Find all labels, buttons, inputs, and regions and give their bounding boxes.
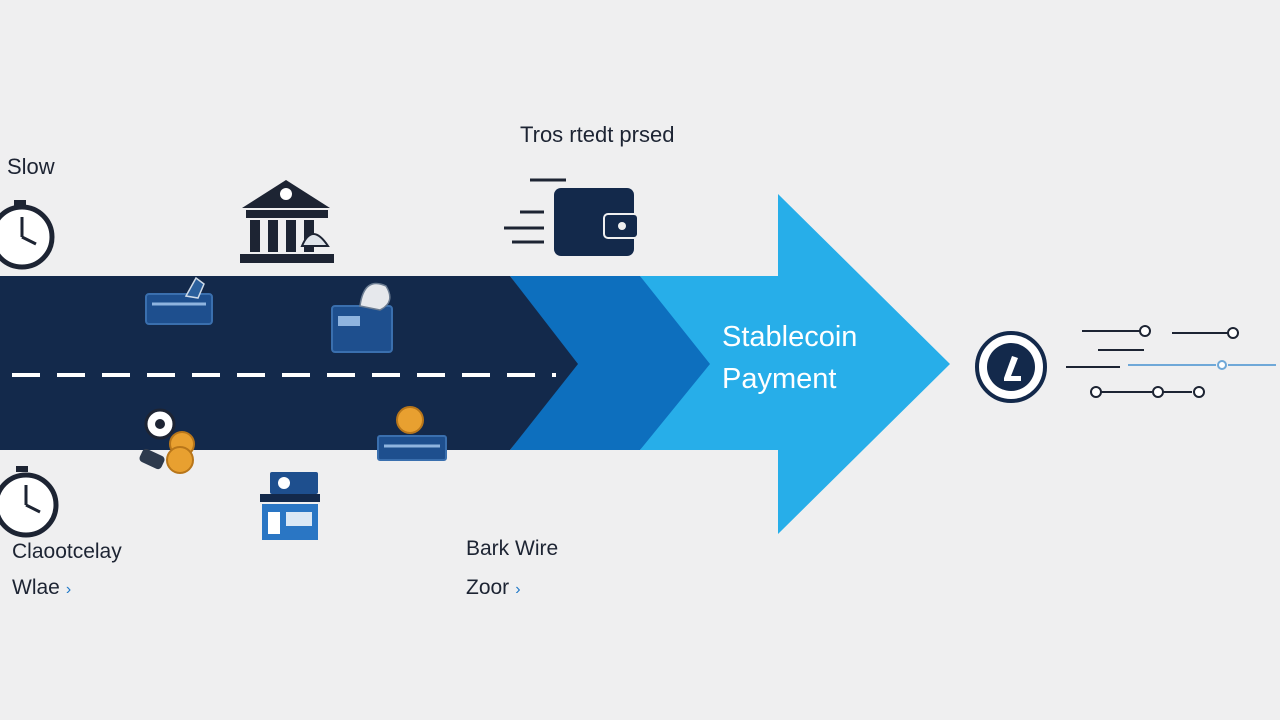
top-center-label: Tros rtedt prsed [520, 122, 675, 147]
chevron-right-icon: › [65, 581, 72, 598]
bottom-mid-title: Bark Wire [466, 537, 559, 560]
road-dark-segment [0, 276, 578, 450]
stopwatch-icon [0, 200, 55, 270]
bottom-mid-sub: Zoor [466, 576, 510, 599]
bottom-left-title: Claootcelay [12, 540, 122, 563]
card-icon [145, 276, 213, 325]
stopwatch-icon [0, 466, 59, 538]
bottom-left-sub-row: Wlae › [12, 576, 71, 600]
arrow-light-segment [640, 194, 950, 534]
bottom-mid-sub-row: Zoor › [466, 576, 521, 600]
arrow-text-line2: Payment [722, 363, 837, 395]
slow-label: Slow [7, 154, 55, 179]
bank-icon [240, 180, 334, 263]
stablecoin-payment-label: Stablecoin Payment [722, 316, 857, 400]
stablecoin-icon [975, 331, 1047, 403]
card-icon [331, 282, 393, 353]
coin-icon [377, 406, 447, 461]
network-lines [1066, 325, 1276, 398]
bottom-left-sub: Wlae [12, 576, 60, 599]
money-bag-icon [139, 408, 195, 474]
arrow-mid-segment [510, 276, 710, 450]
storefront-icon [260, 472, 320, 540]
chevron-right-icon: › [515, 581, 521, 598]
wallet-icon [504, 178, 639, 256]
arrow-text-line1: Stablecoin [722, 321, 858, 353]
